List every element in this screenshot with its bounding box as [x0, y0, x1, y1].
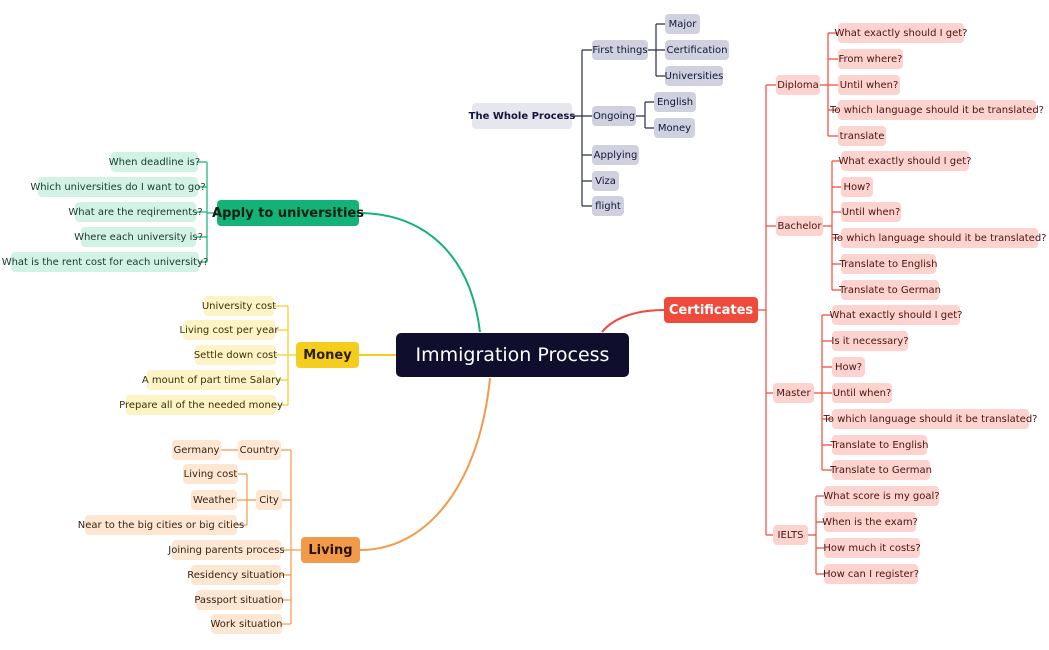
master-item[interactable]: To which language should it be translate…: [824, 409, 1037, 429]
link-root-apply: [357, 212, 481, 333]
process-item[interactable]: Viza: [592, 171, 619, 191]
ielts-item[interactable]: How can I register?: [823, 564, 919, 584]
master-item[interactable]: How?: [832, 357, 865, 377]
master-item[interactable]: Is it necessary?: [831, 331, 909, 351]
diploma-item[interactable]: What exactly should I get?: [835, 23, 967, 43]
ongoing-item[interactable]: Money: [654, 118, 695, 138]
living-city-item[interactable]: Near to the big cities or big cities: [78, 515, 244, 535]
link-root-living: [359, 377, 491, 551]
apply-item[interactable]: When deadline is?: [109, 152, 200, 172]
bachelor-item[interactable]: Translate to German: [839, 280, 941, 300]
branch-living[interactable]: Living: [301, 537, 360, 563]
process-first-things[interactable]: First things: [592, 40, 648, 60]
apply-item[interactable]: What is the rent cost for each universit…: [2, 252, 208, 272]
money-item[interactable]: A mount of part time Salary: [142, 370, 281, 390]
floating-topic-whole-process[interactable]: The Whole Process: [469, 103, 575, 129]
process-item[interactable]: flight: [592, 196, 624, 216]
living-country-item[interactable]: Germany: [172, 440, 221, 460]
living-item[interactable]: Residency situation: [187, 565, 285, 585]
link-root-certificates: [601, 309, 665, 333]
ielts-item[interactable]: How much it costs?: [823, 538, 921, 558]
bachelor-item[interactable]: To which language should it be translate…: [833, 228, 1046, 248]
apply-item[interactable]: Which universities do I want to go?: [30, 177, 206, 197]
ielts-item[interactable]: When is the exam?: [822, 512, 918, 532]
living-item[interactable]: Joining parents process: [168, 540, 285, 560]
branch-certificates[interactable]: Certificates: [664, 297, 758, 323]
living-item[interactable]: Passport situation: [194, 590, 284, 610]
master-item[interactable]: Translate to German: [830, 460, 932, 480]
bachelor-item[interactable]: What exactly should I get?: [839, 151, 971, 171]
diploma-item[interactable]: Until when?: [838, 75, 900, 95]
process-ongoing[interactable]: Ongoing: [592, 106, 636, 126]
bachelor-item[interactable]: How?: [841, 177, 873, 197]
apply-item[interactable]: Where each university is?: [74, 227, 203, 247]
living-city[interactable]: City: [256, 490, 282, 510]
apply-item[interactable]: What are the reqirements?: [68, 202, 203, 222]
master-item[interactable]: Until when?: [832, 383, 892, 403]
diploma-item[interactable]: translate: [838, 126, 886, 146]
master-item[interactable]: What exactly should I get?: [830, 305, 962, 325]
master-item[interactable]: Translate to English: [831, 435, 928, 455]
cert-diploma[interactable]: Diploma: [776, 75, 820, 95]
diploma-item[interactable]: To which language should it be translate…: [830, 100, 1044, 120]
bachelor-item[interactable]: Until when?: [841, 202, 901, 222]
cert-master[interactable]: Master: [773, 383, 814, 403]
branch-apply-to-universities[interactable]: Apply to universities: [212, 200, 364, 226]
root-topic[interactable]: Immigration Process: [396, 333, 629, 377]
ongoing-item[interactable]: English: [654, 92, 696, 112]
first-things-item[interactable]: Universities: [665, 66, 723, 86]
first-things-item[interactable]: Certification: [665, 40, 729, 60]
money-item[interactable]: Prepare all of the needed money: [119, 395, 283, 415]
living-city-item[interactable]: Living cost: [183, 464, 238, 484]
diploma-item[interactable]: From where?: [838, 49, 903, 69]
branch-money[interactable]: Money: [296, 342, 359, 368]
bachelor-item[interactable]: Translate to English: [840, 254, 937, 274]
ielts-item[interactable]: What score is my goal?: [823, 486, 940, 506]
living-city-item[interactable]: Weather: [191, 490, 237, 510]
cert-ielts[interactable]: IELTS: [773, 525, 808, 545]
process-item[interactable]: Applying: [592, 145, 639, 165]
living-item[interactable]: Work situation: [210, 614, 283, 634]
cert-bachelor[interactable]: Bachelor: [776, 216, 823, 236]
money-item[interactable]: Settle down cost: [194, 345, 277, 365]
first-things-item[interactable]: Major: [665, 14, 700, 34]
money-item[interactable]: Living cost per year: [180, 320, 278, 340]
money-item[interactable]: University cost: [202, 296, 276, 316]
living-country[interactable]: Country: [238, 440, 281, 460]
